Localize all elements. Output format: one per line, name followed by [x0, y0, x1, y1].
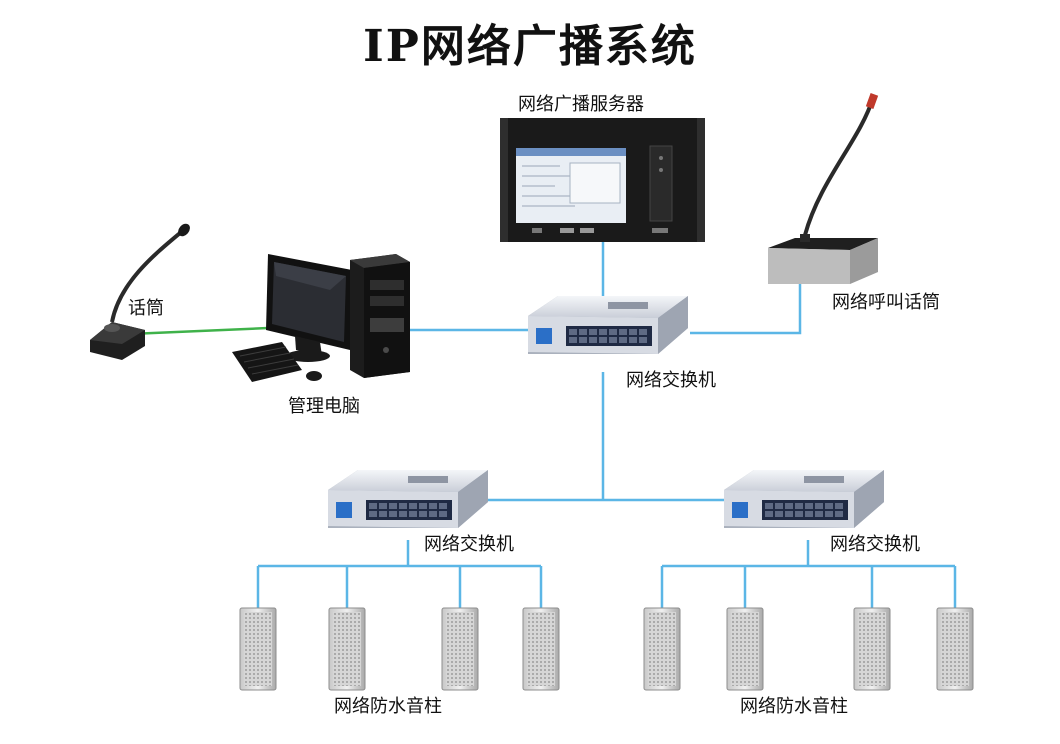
- link-mic-pc: [129, 326, 269, 336]
- label-switch-right: 网络交换机: [830, 534, 920, 555]
- speaker-column: [522, 607, 560, 691]
- link-callmic-switch: [690, 282, 802, 335]
- desk-microphone: [90, 223, 190, 360]
- switch-main: [528, 296, 688, 354]
- label-pc: 管理电脑: [288, 396, 360, 417]
- label-switch-main: 网络交换机: [626, 370, 716, 391]
- call-microphone: [768, 93, 879, 284]
- label-mic: 话筒: [128, 298, 164, 319]
- speaker-column: [726, 607, 764, 691]
- speaker-column: [936, 607, 974, 691]
- switch-right: [724, 470, 884, 528]
- speaker-column: [643, 607, 681, 691]
- label-speakers-right: 网络防水音柱: [740, 696, 848, 717]
- connection-lines: [256, 240, 957, 608]
- page-title: IP网络广播系统: [363, 21, 697, 72]
- label-switch-left: 网络交换机: [424, 534, 514, 555]
- label-speakers-left: 网络防水音柱: [334, 696, 442, 717]
- switch-left: [328, 470, 488, 528]
- label-call-mic: 网络呼叫话筒: [832, 292, 940, 313]
- speaker-column: [853, 607, 891, 691]
- speaker-column: [239, 607, 277, 691]
- speaker-column: [328, 607, 366, 691]
- broadcast-server: [500, 118, 705, 242]
- label-server: 网络广播服务器: [518, 94, 644, 115]
- speaker-column: [441, 607, 479, 691]
- management-pc: [232, 254, 410, 382]
